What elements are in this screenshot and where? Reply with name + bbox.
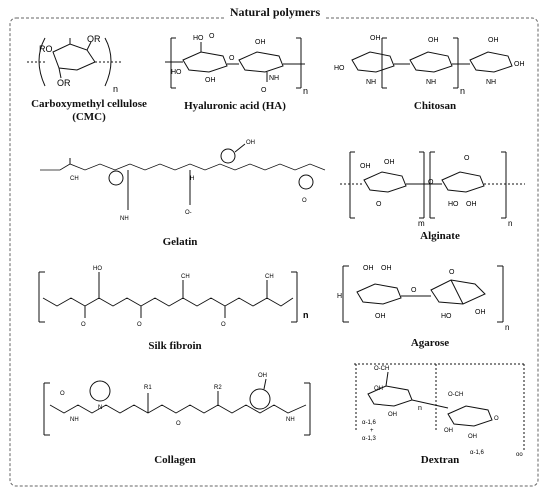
- chem-label: OH: [468, 434, 477, 440]
- chem-label: HO: [441, 313, 452, 320]
- chem-label: O-CH: [374, 366, 389, 372]
- chem-label: O: [376, 201, 382, 208]
- chem-label: HO: [171, 69, 182, 76]
- chem-label: O: [209, 33, 215, 40]
- chem-label: OH: [428, 37, 439, 44]
- chem-label: CH: [265, 274, 274, 280]
- chem-label: HO: [334, 65, 345, 72]
- chem-label: n: [303, 310, 309, 320]
- chem-label: OH: [488, 37, 499, 44]
- chem-label: oo: [516, 452, 523, 458]
- chem-label: NH: [486, 79, 496, 86]
- chem-label: +: [370, 428, 374, 434]
- chem-label: O: [494, 416, 499, 422]
- chem-label: Natural polymers: [223, 5, 327, 19]
- collagen-structure: R1 R2 OH NH N NH O O: [43, 373, 311, 436]
- chem-label: HO: [93, 266, 102, 272]
- chem-label: OH: [258, 373, 267, 379]
- collagen-label: Collagen: [154, 454, 196, 466]
- chem-label: OH: [444, 428, 453, 434]
- chem-label: OH: [246, 140, 255, 146]
- chem-label: NH: [70, 417, 79, 423]
- chem-label: NH: [286, 417, 295, 423]
- alginate-structure: OH OH O O HO OH O m n: [340, 151, 525, 228]
- chem-label: OH: [466, 201, 477, 208]
- cmc-label: Carboxymethyl cellulose (CMC): [24, 98, 154, 124]
- chem-label: O: [229, 55, 235, 62]
- silk-fibroin-label: Silk fibroin: [148, 340, 202, 352]
- figure-title: Natural polymers: [0, 5, 550, 20]
- chem-label: H: [337, 293, 342, 300]
- chem-label: OH: [381, 265, 392, 272]
- chem-label: OH: [475, 309, 486, 316]
- chem-label: HO: [448, 201, 459, 208]
- chem-label: O: [221, 322, 226, 328]
- chem-label: O: [428, 179, 434, 186]
- chem-label: OH: [374, 386, 383, 392]
- chem-label: O: [302, 198, 307, 204]
- chem-label: NH: [366, 79, 376, 86]
- chem-label: R2: [214, 385, 222, 391]
- agarose-label: Agarose: [410, 337, 450, 349]
- chem-label: OH: [255, 39, 266, 46]
- chem-label: NH: [269, 75, 279, 82]
- chem-label: OH: [514, 61, 525, 68]
- chem-label: n: [418, 405, 422, 412]
- chem-label: n: [508, 219, 512, 228]
- cmc-ro-label: RO: [39, 44, 53, 54]
- chem-label: (CMC): [72, 111, 106, 123]
- dextran-structure: O-CH OH OH O-CH OH OH O n α-1,6 + α-1,3 …: [354, 363, 525, 458]
- chem-label: O: [176, 421, 181, 427]
- ha-label: Hyaluronic acid (HA): [184, 100, 286, 112]
- agarose-structure: OH OH H OH O O HO OH n: [337, 265, 509, 332]
- chem-label: OH: [388, 412, 397, 418]
- chem-label: R1: [144, 385, 152, 391]
- chitosan-label: Chitosan: [413, 100, 457, 112]
- chem-label: n: [303, 86, 308, 95]
- chem-label: α-1,3: [362, 436, 376, 442]
- chem-label: O: [137, 322, 142, 328]
- chem-label: O: [261, 87, 267, 94]
- chem-label: OH: [375, 313, 386, 320]
- chem-label: O: [60, 391, 65, 397]
- silk-fibroin-structure: HO CH CH O O O n: [38, 266, 309, 328]
- chem-label: O: [449, 269, 455, 276]
- chem-label: OH: [384, 159, 395, 166]
- cmc-structure: RO OR OR n: [27, 34, 123, 94]
- chem-label: NH: [426, 79, 436, 86]
- alginate-label: Alginate: [420, 230, 460, 242]
- chem-label: H: [190, 176, 194, 182]
- chem-label: α-1,6: [362, 420, 376, 426]
- dextran-label: Dextran: [420, 454, 460, 466]
- chem-label: CH: [181, 274, 190, 280]
- cmc-or-label-bottom: OR: [57, 78, 71, 88]
- chem-label: n: [460, 86, 465, 95]
- chem-label: Carboxymethyl cellulose: [31, 98, 147, 110]
- gelatin-label: Gelatin: [162, 236, 198, 248]
- chem-label: O: [81, 322, 86, 328]
- chem-label: NH: [120, 216, 129, 222]
- hyaluronic-acid-structure: HO O HO OH OH NH O O n: [165, 33, 308, 95]
- chem-label: O-CH: [448, 392, 463, 398]
- chem-label: m: [418, 219, 425, 228]
- cmc-or-label-top: OR: [87, 34, 101, 44]
- chem-label: O: [411, 287, 417, 294]
- cmc-n-subscript: n: [113, 84, 118, 94]
- chem-label: OH: [205, 77, 216, 84]
- chem-label: O-: [185, 210, 192, 216]
- chem-label: n: [505, 323, 509, 332]
- chem-label: O: [464, 155, 470, 162]
- chem-label: OH: [363, 265, 374, 272]
- gelatin-structure: OH CH H NH O- O: [40, 140, 326, 222]
- chem-label: α-1,6: [470, 450, 484, 456]
- chem-label: OH: [360, 163, 371, 170]
- chem-label: N: [98, 405, 102, 411]
- chem-label: CH: [70, 176, 79, 182]
- chem-label: HO: [193, 35, 204, 42]
- chitosan-structure: HO OH NH OH NH OH NH OH n: [334, 35, 525, 95]
- chem-label: OH: [370, 35, 381, 42]
